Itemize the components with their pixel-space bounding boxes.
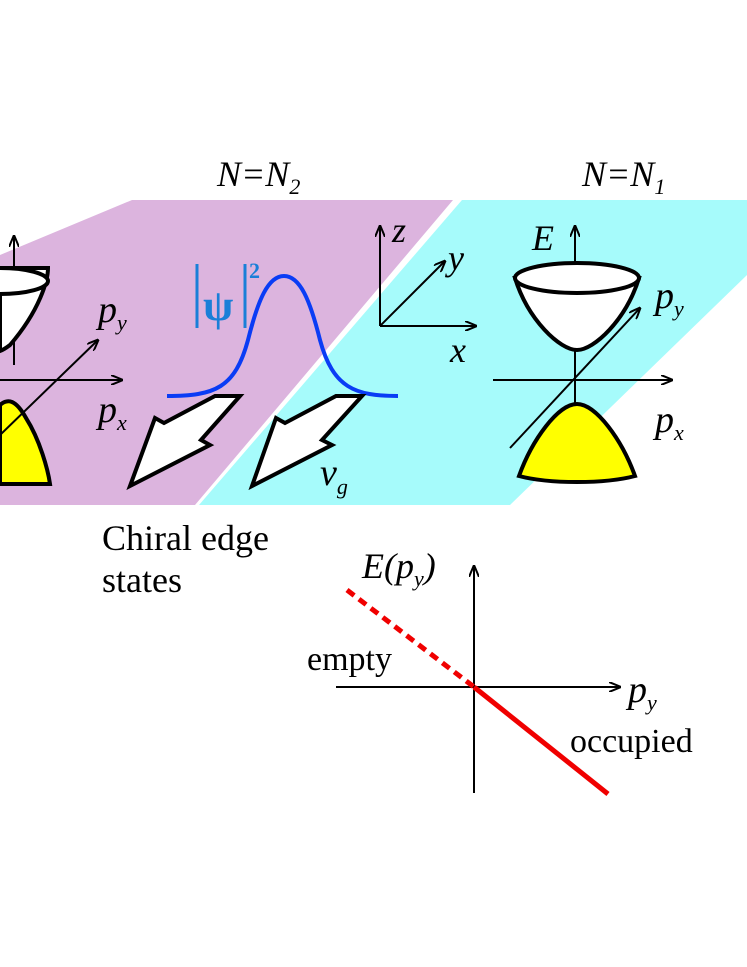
- coordinate-axes: z y x: [380, 210, 476, 370]
- x-label: x: [449, 330, 466, 370]
- left-region-label: N=N2: [216, 154, 300, 199]
- right-px-label: px: [652, 399, 684, 445]
- psi-symbol: ψ: [203, 281, 233, 330]
- right-cone-rim: [513, 261, 641, 295]
- wavefunction-label: ψ 2: [195, 258, 260, 330]
- right-band-structure: E py px: [493, 218, 684, 484]
- right-E-label: E: [531, 218, 554, 258]
- left-py-axis: [0, 340, 98, 436]
- occupied-branch: [472, 685, 610, 796]
- y-label: y: [445, 238, 464, 278]
- left-band-structure: py px: [0, 236, 127, 486]
- right-velocity-arrow: [248, 394, 367, 491]
- right-valence-cone: [516, 401, 638, 484]
- edge-dispersion-plot: E(py) py empty occupied: [307, 546, 693, 796]
- left-velocity-arrow: [126, 394, 245, 491]
- group-velocity-label: vg: [320, 452, 348, 499]
- caption-line-2: states: [102, 560, 182, 600]
- left-plane: [0, 200, 453, 505]
- dispersion-xlabel: py: [625, 669, 657, 715]
- caption-line-1: Chiral edge: [102, 518, 269, 558]
- left-px-label: px: [95, 389, 127, 435]
- dispersion-ylabel: E(py): [361, 546, 436, 591]
- z-label: z: [391, 210, 406, 250]
- occupied-label: occupied: [570, 723, 693, 760]
- empty-branch: [345, 588, 476, 689]
- wavefunction-curve: [166, 273, 399, 398]
- psi-power: 2: [249, 258, 260, 283]
- right-py-axis: [509, 308, 640, 449]
- right-conduction-cone: [512, 276, 642, 353]
- right-py-label: py: [652, 275, 684, 321]
- right-region-label: N=N1: [581, 154, 665, 199]
- left-py-label: py: [95, 289, 127, 335]
- empty-label: empty: [307, 641, 392, 678]
